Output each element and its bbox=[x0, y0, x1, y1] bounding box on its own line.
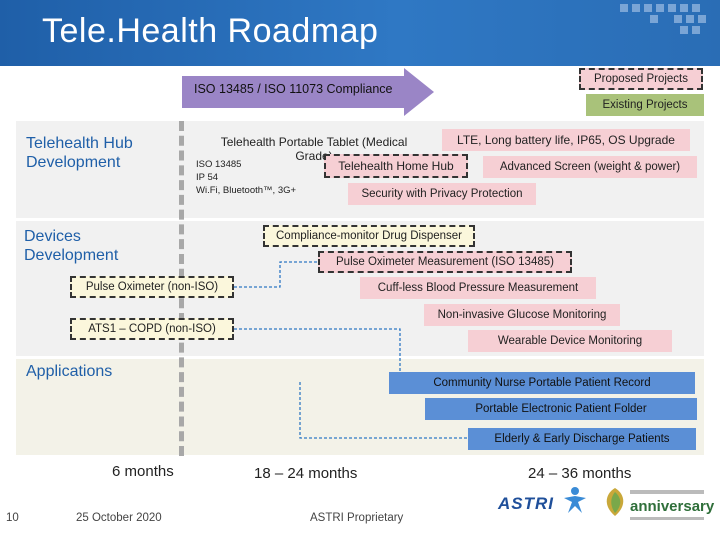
section-devices-label: Devices Development bbox=[24, 228, 119, 264]
astri-logo-text: ASTRI bbox=[498, 494, 554, 513]
spec-item: ISO 13485 bbox=[196, 159, 242, 170]
anniversary-logo-text: anniversary bbox=[630, 498, 715, 515]
hub-tablet: Telehealth Portable Tablet (Medical Grad… bbox=[220, 135, 408, 163]
compliance-arrow bbox=[182, 68, 434, 116]
device-pulse-non-iso: Pulse Oximeter (non-ISO) bbox=[70, 276, 234, 298]
device-glucose: Non-invasive Glucose Monitoring bbox=[424, 304, 620, 326]
app-nurse: Community Nurse Portable Patient Record bbox=[389, 372, 695, 394]
footer-proprietary: ASTRI Proprietary bbox=[310, 512, 404, 524]
section-applications-label: Applications bbox=[26, 363, 113, 380]
compliance-label: ISO 13485 / ISO 11073 Compliance bbox=[194, 82, 393, 96]
hub-security-box: Security with Privacy Protection bbox=[348, 183, 536, 205]
app-folder: Portable Electronic Patient Folder bbox=[425, 398, 697, 420]
spec-item: Wi.Fi, Bluetooth™, 3G+ bbox=[196, 185, 297, 196]
section-hub-label: Telehealth Hub Development bbox=[26, 135, 133, 171]
page-title: Tele.Health Roadmap bbox=[42, 12, 379, 50]
device-drug-dispenser: Compliance-monitor Drug Dispenser bbox=[263, 225, 475, 247]
device-wearable: Wearable Device Monitoring bbox=[468, 330, 672, 352]
page-number: 10 bbox=[6, 512, 19, 524]
footer-date: 25 October 2020 bbox=[76, 512, 162, 524]
astri-figure-icon bbox=[564, 487, 586, 513]
anniversary-logo: anniversary bbox=[600, 486, 715, 526]
anniversary-subtext-bar bbox=[630, 517, 704, 520]
anniversary-subtext-bar bbox=[630, 490, 704, 494]
timeline-18-24-months: 18 – 24 months bbox=[254, 465, 358, 482]
astri-logo: ASTRI bbox=[498, 486, 594, 516]
hub-advanced-screen-box: Advanced Screen (weight & power) bbox=[483, 156, 697, 178]
spec-item: IP 54 bbox=[196, 172, 219, 183]
timeline-24-36-months: 24 – 36 months bbox=[528, 465, 632, 482]
legend-proposed: Proposed Projects bbox=[579, 68, 703, 90]
hub-specs-list: ISO 13485 IP 54 Wi.Fi, Bluetooth™, 3G+ bbox=[196, 158, 296, 197]
decorative-squares bbox=[620, 4, 710, 34]
device-ats1: ATS1 – COPD (non-ISO) bbox=[70, 318, 234, 340]
device-cuffless: Cuff-less Blood Pressure Measurement bbox=[360, 277, 596, 299]
hub-home-box: Telehealth Home Hub bbox=[324, 154, 468, 178]
app-elderly: Elderly & Early Discharge Patients bbox=[468, 428, 696, 450]
anniversary-leaf-icon bbox=[606, 488, 624, 516]
hub-lte-box: LTE, Long battery life, IP65, OS Upgrade bbox=[442, 129, 690, 151]
timeline-6-months: 6 months bbox=[112, 463, 174, 480]
legend-existing: Existing Projects bbox=[586, 94, 704, 116]
header-bar bbox=[0, 0, 720, 66]
device-pulse-iso: Pulse Oximeter Measurement (ISO 13485) bbox=[318, 251, 572, 273]
